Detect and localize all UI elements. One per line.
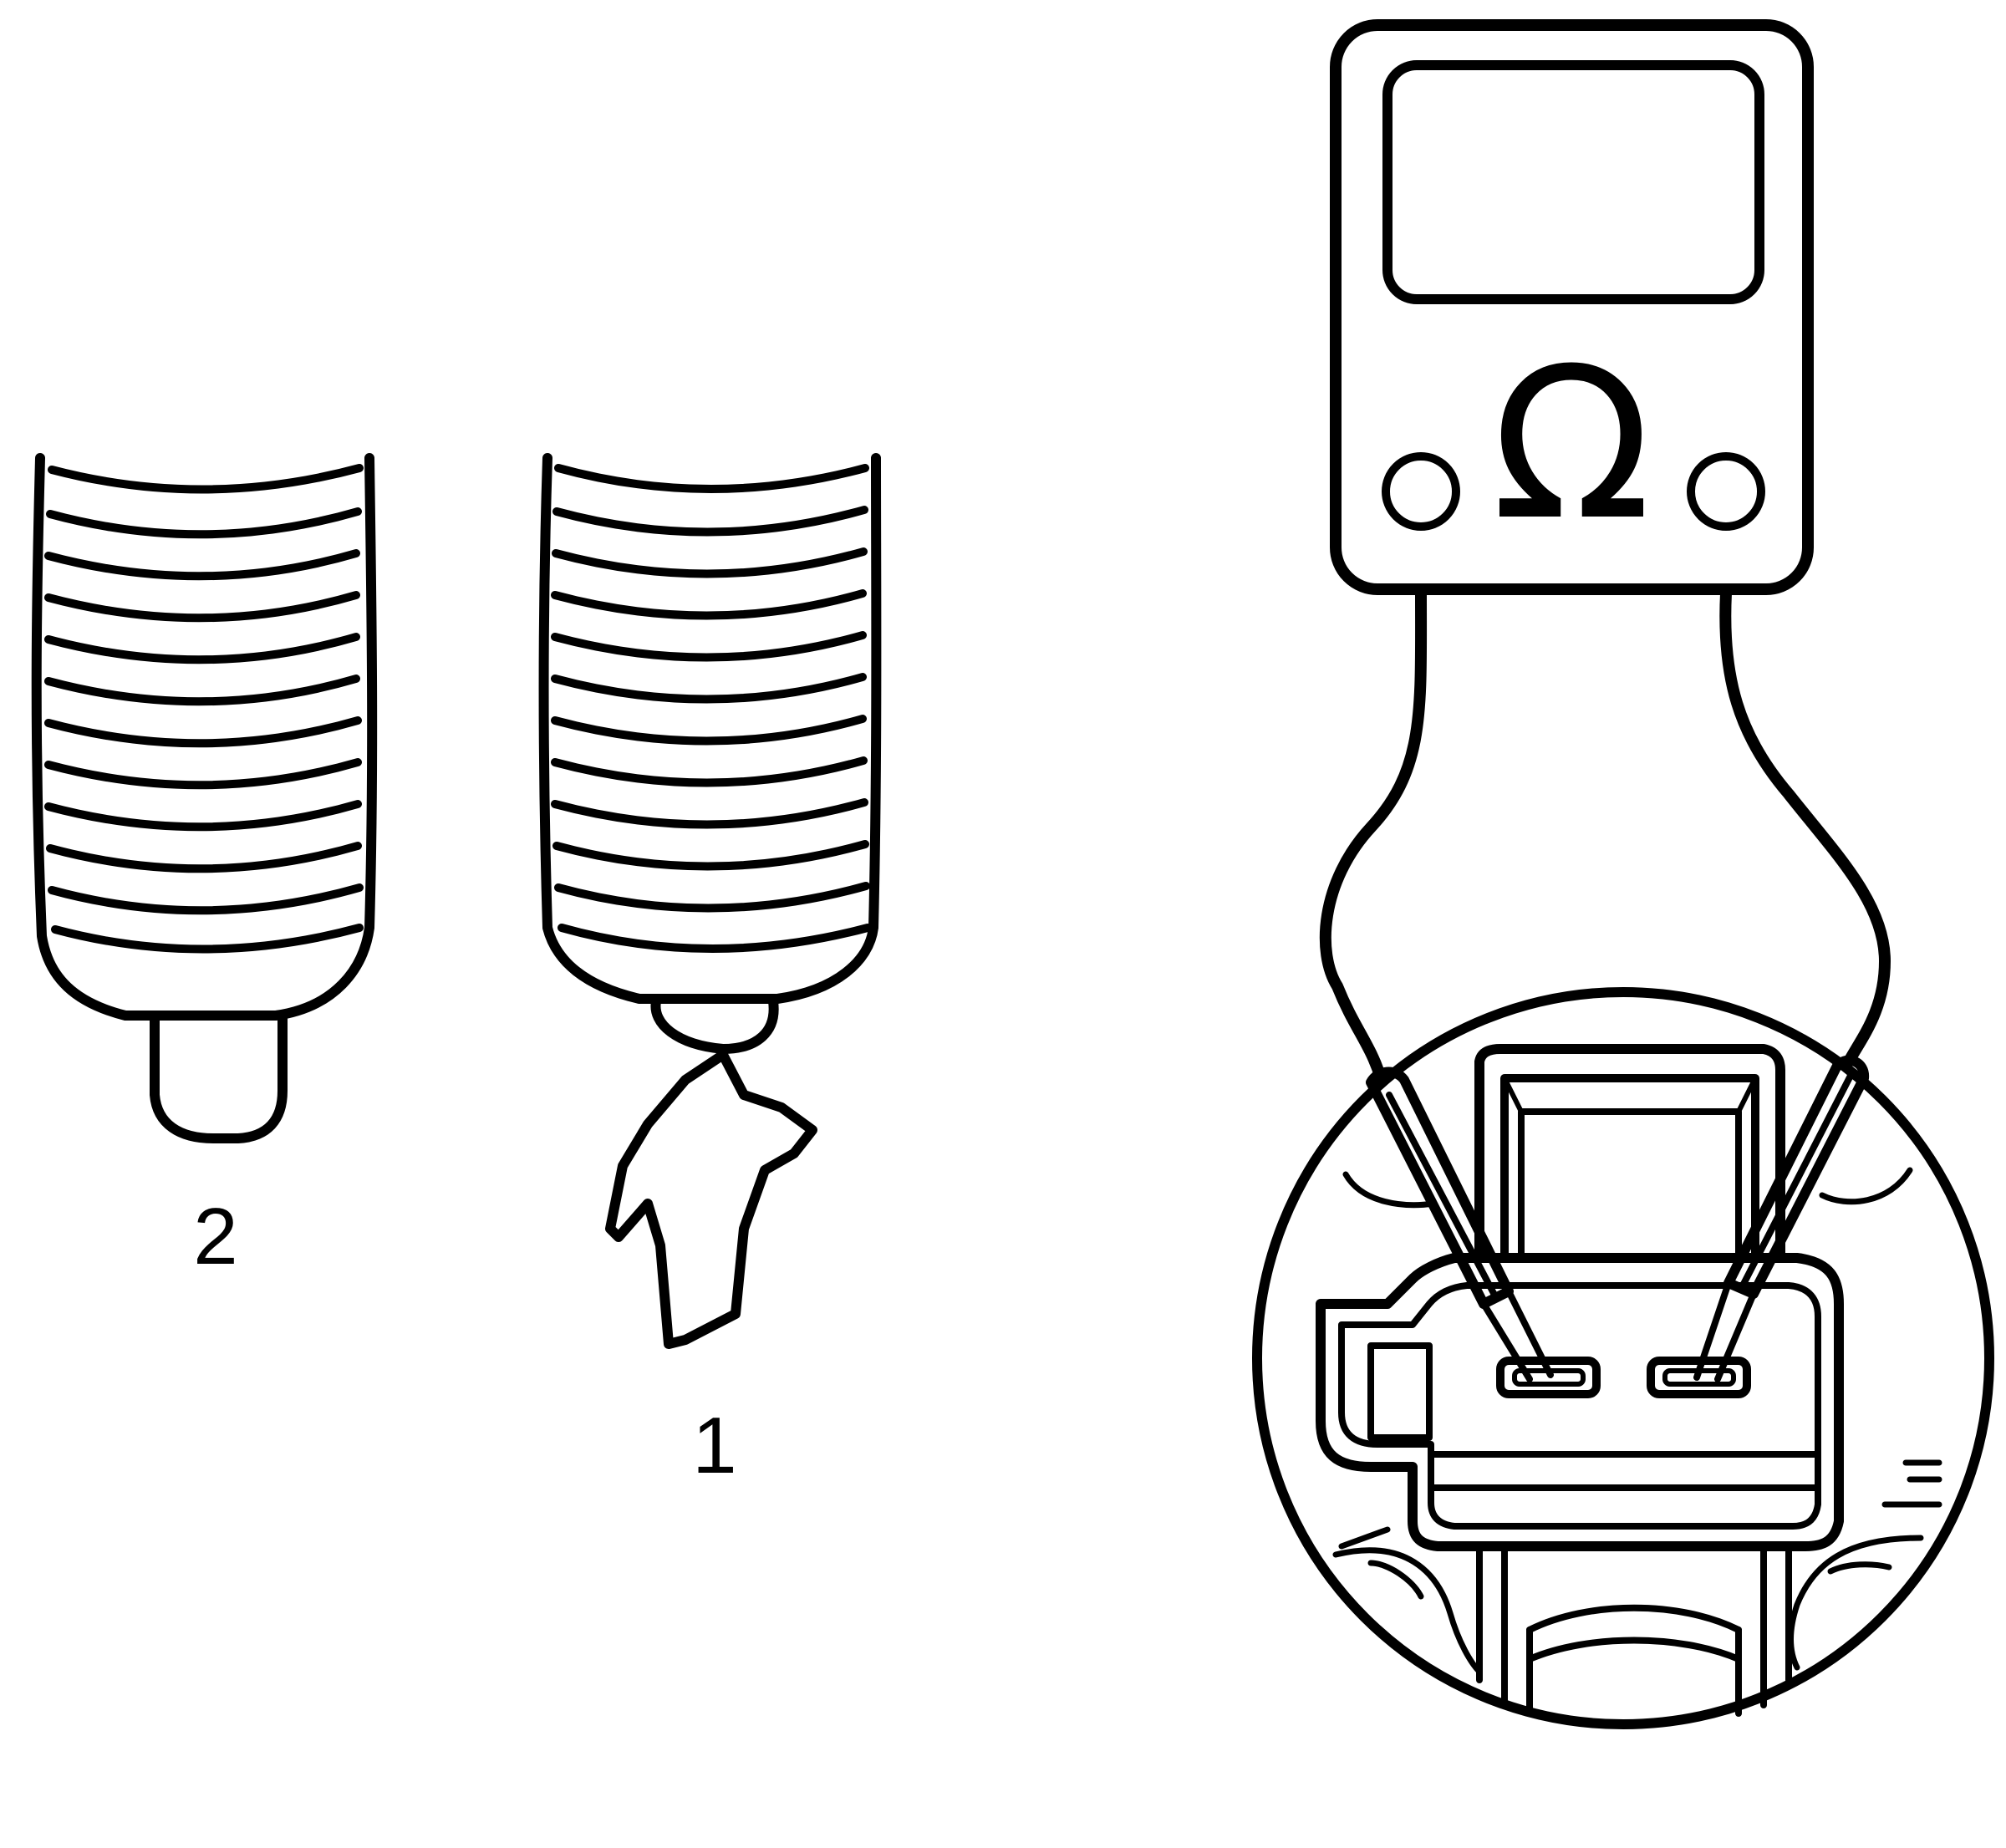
glow-plug-1-tip-stub <box>650 996 779 1054</box>
glow-plug-2-thread <box>31 453 378 1021</box>
connector-pin-right <box>1647 1357 1751 1398</box>
connector-latch <box>1474 1044 1785 1263</box>
ohmmeter-display <box>1382 60 1764 304</box>
glow-plug-2-label: 2 <box>193 1192 237 1281</box>
ohmmeter-body <box>1330 19 1814 595</box>
ohmmeter: Ω <box>1319 19 1891 1084</box>
glow-plug-1-label: 1 <box>692 1401 736 1490</box>
glow-plug-2: 2 <box>31 453 378 1281</box>
right-probe <box>1693 1055 1869 1382</box>
connector-detail <box>1252 987 1994 1729</box>
left-test-lead <box>1319 588 1428 1084</box>
connector-housing <box>1316 1253 1844 1551</box>
right-terminal-jack <box>1687 452 1765 531</box>
connector-pin-left <box>1496 1357 1601 1398</box>
detail-circle <box>1252 987 1994 1729</box>
glow-plug-1-thread <box>538 453 882 1004</box>
right-test-lead <box>1719 588 1891 1067</box>
arrow-up-icon <box>605 1050 817 1349</box>
left-terminal-jack <box>1382 452 1460 531</box>
ohm-symbol-icon: Ω <box>1491 323 1651 566</box>
left-probe <box>1366 1067 1554 1382</box>
glow-plug-2-tip <box>150 1013 288 1143</box>
glow-plug-1: 1 <box>538 453 882 1490</box>
